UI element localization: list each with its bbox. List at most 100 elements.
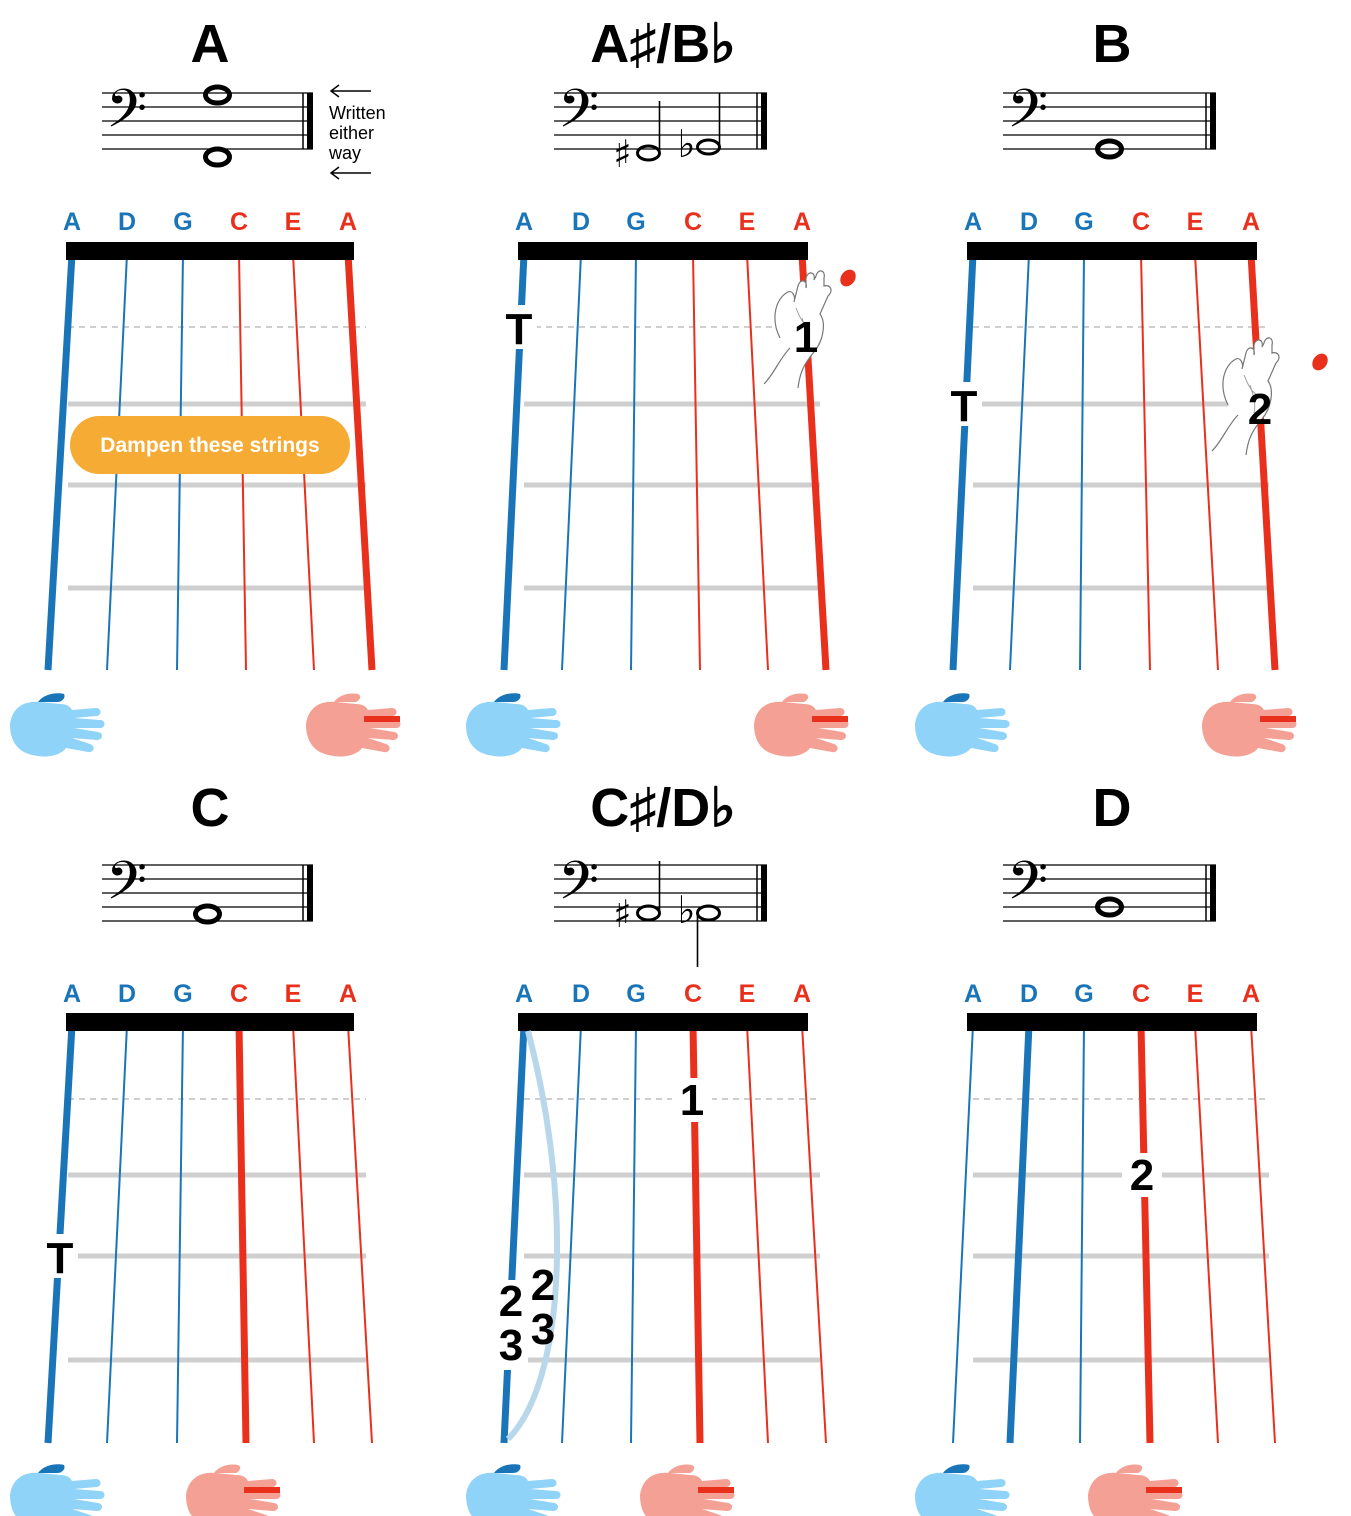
ghost-slide-path xyxy=(505,1030,561,1442)
right-hand-icon xyxy=(306,693,401,757)
string-name-e: E xyxy=(739,980,756,1008)
panel-title: B xyxy=(1093,14,1132,74)
red-finger-highlight xyxy=(1260,716,1296,722)
string-5 xyxy=(292,1024,315,1444)
thumb-label: T xyxy=(506,305,533,354)
staff-note-word: Written xyxy=(329,103,386,123)
bass-staff: 𝄢 xyxy=(1003,79,1216,160)
half-note xyxy=(636,144,661,162)
string-name-c: C xyxy=(1132,208,1150,236)
staff-note-word: either xyxy=(329,123,374,143)
whole-note xyxy=(203,146,232,168)
hand-icon xyxy=(754,693,849,757)
string-name-a: A xyxy=(339,980,357,1008)
string-1 xyxy=(949,253,977,671)
left-hand-icon xyxy=(466,693,561,757)
string-6 xyxy=(801,1024,827,1444)
finger-bg xyxy=(1122,1153,1162,1197)
red-fingertip-icon xyxy=(840,269,856,287)
string-name-g: G xyxy=(626,980,645,1008)
bass-clef-icon: 𝄢 xyxy=(558,851,599,925)
string-name-c: C xyxy=(230,980,248,1008)
flat-icon: ♭ xyxy=(678,122,696,166)
bass-clef-icon: 𝄢 xyxy=(106,79,147,153)
hand-icon xyxy=(915,693,1010,757)
finger-2: 2 xyxy=(1130,1151,1154,1200)
string-name-a: A xyxy=(793,208,811,236)
string-3 xyxy=(176,1024,184,1444)
tuning-bar xyxy=(967,242,1257,260)
tuning-bar xyxy=(66,1013,354,1031)
hand-icon xyxy=(466,693,561,757)
barline-thick xyxy=(307,865,313,921)
panel-title: C xyxy=(191,778,230,838)
thumb-label: T xyxy=(47,1234,74,1283)
tuning-bar xyxy=(518,1013,808,1031)
thumb-highlight xyxy=(494,1464,521,1473)
string-4 xyxy=(692,253,701,671)
string-name-d: D xyxy=(1020,980,1038,1008)
thumb-bg xyxy=(42,1234,78,1278)
ghost-finger-2: 2 xyxy=(531,1261,555,1310)
red-finger-highlight xyxy=(244,1487,280,1493)
barline-thick xyxy=(1210,865,1216,921)
string-name-g: G xyxy=(626,208,645,236)
string-name-a: A xyxy=(63,980,81,1008)
bass-staff: 𝄢♯♭ xyxy=(554,79,767,176)
string-name-a: A xyxy=(964,208,982,236)
half-note xyxy=(636,904,661,922)
string-name-c: C xyxy=(230,208,248,236)
thumb-highlight xyxy=(38,1464,65,1473)
finger-bg xyxy=(494,1280,528,1370)
barline-thick xyxy=(307,93,313,149)
string-name-e: E xyxy=(739,208,756,236)
finger-2: 2 xyxy=(1248,385,1272,434)
string-name-c: C xyxy=(1132,980,1150,1008)
string-name-d: D xyxy=(1020,208,1038,236)
string-name-e: E xyxy=(1187,980,1204,1008)
string-6 xyxy=(347,1024,373,1444)
panel-title: A xyxy=(191,14,230,74)
string-name-a: A xyxy=(339,208,357,236)
bass-clef-icon: 𝄢 xyxy=(1007,851,1048,925)
right-hand-icon xyxy=(186,1464,281,1516)
red-finger-highlight xyxy=(1146,1487,1182,1493)
string-5 xyxy=(746,253,769,671)
string-name-c: C xyxy=(684,980,702,1008)
bass-staff: 𝄢 xyxy=(1003,851,1216,925)
panel-title: A♯/B♭ xyxy=(590,14,735,74)
finger-bg xyxy=(672,1078,712,1122)
finger-1: 1 xyxy=(794,313,818,362)
whole-note xyxy=(1095,138,1124,160)
arrow-left-icon xyxy=(329,166,371,180)
string-name-c: C xyxy=(684,208,702,236)
string-4 xyxy=(235,1024,250,1444)
string-name-e: E xyxy=(285,208,302,236)
right-hand-icon xyxy=(1202,693,1297,757)
thumb-label: T xyxy=(951,382,978,431)
string-name-a: A xyxy=(793,980,811,1008)
barline-thick xyxy=(1210,93,1216,149)
string-5 xyxy=(1194,253,1219,671)
red-fingertip-icon xyxy=(1312,353,1328,371)
hand-icon xyxy=(306,693,401,757)
string-name-a: A xyxy=(1242,980,1260,1008)
string-name-d: D xyxy=(572,208,590,236)
string-name-d: D xyxy=(572,980,590,1008)
bass-clef-icon: 𝄢 xyxy=(558,79,599,153)
bass-staff: 𝄢 xyxy=(102,851,313,925)
bass-staff: 𝄢 xyxy=(102,79,313,168)
hand-icon xyxy=(1202,693,1297,757)
whole-note xyxy=(203,84,232,106)
thumb-highlight xyxy=(943,693,970,702)
string-4 xyxy=(1137,1024,1154,1444)
tuning-bar xyxy=(518,242,808,260)
bass-staff: 𝄢♯♭ xyxy=(554,851,767,967)
string-1 xyxy=(44,253,76,671)
string-name-d: D xyxy=(118,980,136,1008)
